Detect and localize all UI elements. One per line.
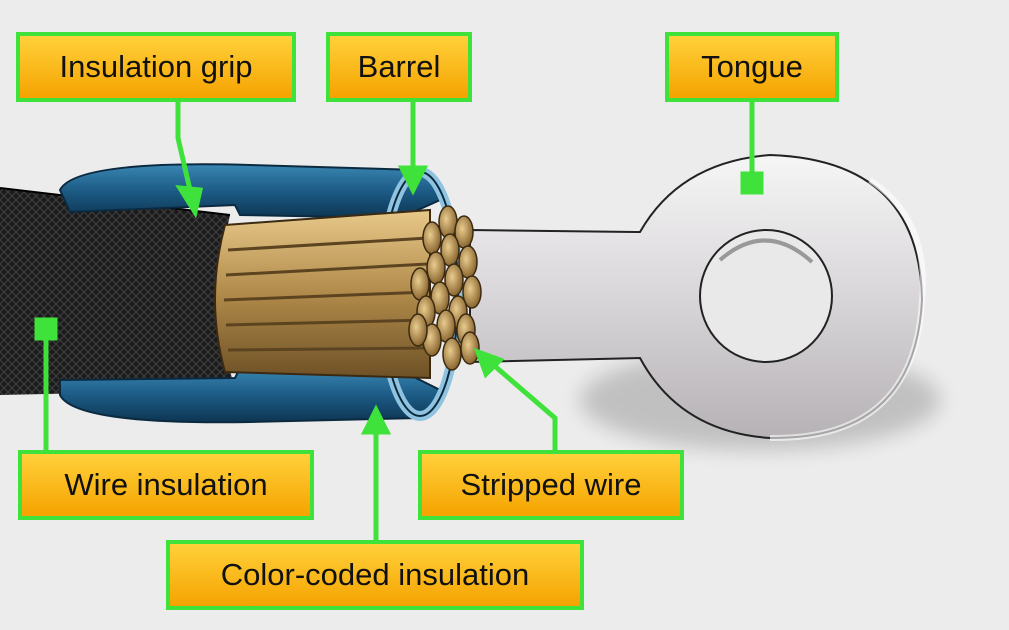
- strand-end: [460, 331, 480, 365]
- strand-end: [408, 313, 428, 347]
- terminal-tongue: [469, 153, 926, 442]
- label-wire-insulation: Wire insulation: [18, 450, 314, 520]
- strand-end: [410, 267, 430, 301]
- strand-end: [444, 263, 464, 297]
- leader-lines: [34, 100, 764, 540]
- strand-end: [426, 251, 446, 285]
- strand-end: [422, 221, 442, 255]
- stripped-wire: [214, 205, 482, 380]
- leader-insulation-grip: [175, 100, 193, 191]
- label-stripped-wire: Stripped wire: [418, 450, 684, 520]
- label-tongue: Tongue: [665, 32, 839, 102]
- tongue-hole: [699, 229, 833, 363]
- label-color-coded-insulation: Color-coded insulation: [166, 540, 584, 610]
- label-barrel: Barrel: [326, 32, 472, 102]
- wire-insulation: [0, 187, 235, 395]
- label-insulation-grip: Insulation grip: [16, 32, 296, 102]
- strand-end: [442, 337, 462, 371]
- strand-end: [462, 275, 482, 309]
- leader-stripped-wire: [488, 360, 558, 450]
